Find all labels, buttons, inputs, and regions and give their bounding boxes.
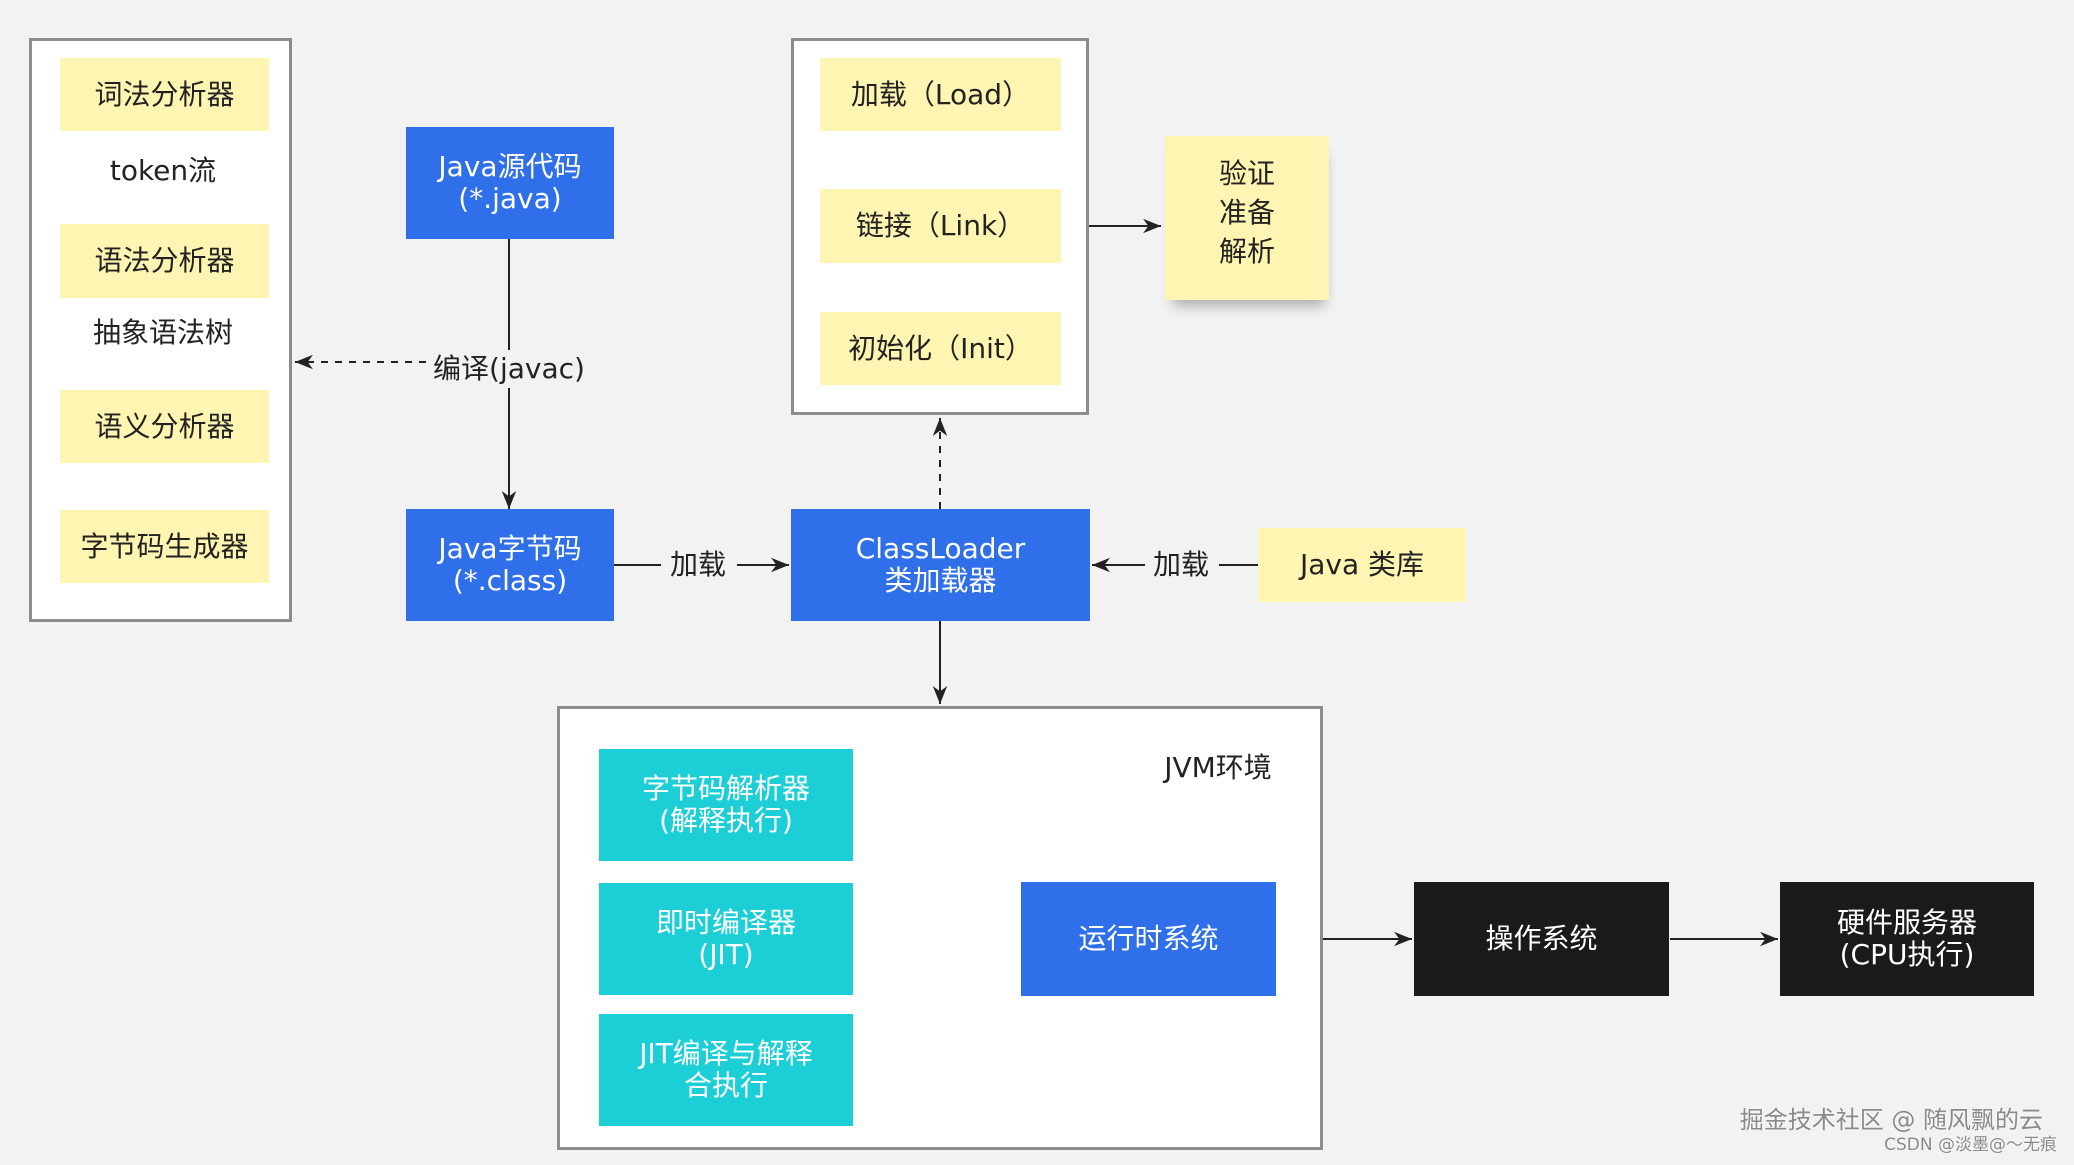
bytecode-generator-label: 字节码生成器 <box>80 529 249 563</box>
runtime-label: 运行时系统 <box>1078 922 1219 955</box>
parser-label: 语法分析器 <box>94 244 235 277</box>
java-source-ext: (*.java) <box>458 182 562 215</box>
lifecycle-link-label: 链接（Link） <box>855 209 1026 242</box>
lifecycle-load-node: 加载（Load） <box>820 58 1061 131</box>
watermark-csdn: CSDN @淡墨@～无痕 <box>1884 1135 2057 1155</box>
hardware-title: 硬件服务器 <box>1836 906 1977 939</box>
java-source-title: Java源代码 <box>438 150 582 183</box>
hardware-node: 硬件服务器 (CPU执行) <box>1780 882 2034 996</box>
compile-label: 编译(javac) <box>433 352 585 385</box>
mixed-mode-node: JIT编译与解释 合执行 <box>599 1014 853 1126</box>
interpreter-subtitle: (解释执行) <box>659 804 793 837</box>
lifecycle-link-node: 链接（Link） <box>820 189 1061 263</box>
ast-label: 抽象语法树 <box>92 316 234 349</box>
load-label-left: 加载 <box>669 548 727 581</box>
bytecode-generator-node: 字节码生成器 <box>60 510 269 583</box>
runtime-node: 运行时系统 <box>1021 882 1276 996</box>
lifecycle-init-node: 初始化（Init） <box>820 312 1061 385</box>
lifecycle-init-label: 初始化（Init） <box>848 331 1033 365</box>
java-library-label: Java 类库 <box>1299 548 1425 581</box>
lexer-node: 词法分析器 <box>60 58 269 131</box>
jvm-title: JVM环境 <box>1164 751 1272 784</box>
classloader-node: ClassLoader 类加载器 <box>791 509 1090 621</box>
mixed-mode-title: JIT编译与解释 <box>639 1037 813 1070</box>
interpreter-node: 字节码解析器 (解释执行) <box>599 749 853 861</box>
java-bytecode-ext: (*.class) <box>452 564 568 597</box>
link-step-prepare: 准备 <box>1218 195 1275 229</box>
java-bytecode-title: Java字节码 <box>438 532 582 565</box>
watermark-juejin: 掘金技术社区 @ 随风飘的云 <box>1739 1106 2043 1134</box>
hardware-subtitle: (CPU执行) <box>1839 938 1975 971</box>
jit-node: 即时编译器 (JIT) <box>599 883 853 995</box>
os-node: 操作系统 <box>1414 882 1669 996</box>
lexer-label: 词法分析器 <box>94 77 235 111</box>
jit-subtitle: (JIT) <box>698 938 754 971</box>
java-library-node: Java 类库 <box>1258 528 1466 602</box>
parser-node: 语法分析器 <box>60 224 269 298</box>
semantic-label: 语义分析器 <box>94 409 235 443</box>
classloader-title: ClassLoader <box>855 532 1026 565</box>
link-steps-note: 验证 准备 解析 <box>1165 136 1329 300</box>
mixed-mode-subtitle: 合执行 <box>683 1069 768 1102</box>
lifecycle-load-label: 加载（Load） <box>850 77 1031 111</box>
interpreter-title: 字节码解析器 <box>641 772 810 805</box>
java-source-node: Java源代码 (*.java) <box>406 127 614 239</box>
jit-title: 即时编译器 <box>655 906 796 939</box>
classloader-subtitle: 类加载器 <box>884 564 997 597</box>
link-step-verify: 验证 <box>1218 156 1275 190</box>
link-step-resolve: 解析 <box>1218 234 1275 268</box>
load-label-right: 加载 <box>1152 548 1210 581</box>
os-label: 操作系统 <box>1485 922 1598 955</box>
token-stream-label: token流 <box>109 154 217 187</box>
semantic-node: 语义分析器 <box>60 390 269 463</box>
java-bytecode-node: Java字节码 (*.class) <box>406 509 614 621</box>
